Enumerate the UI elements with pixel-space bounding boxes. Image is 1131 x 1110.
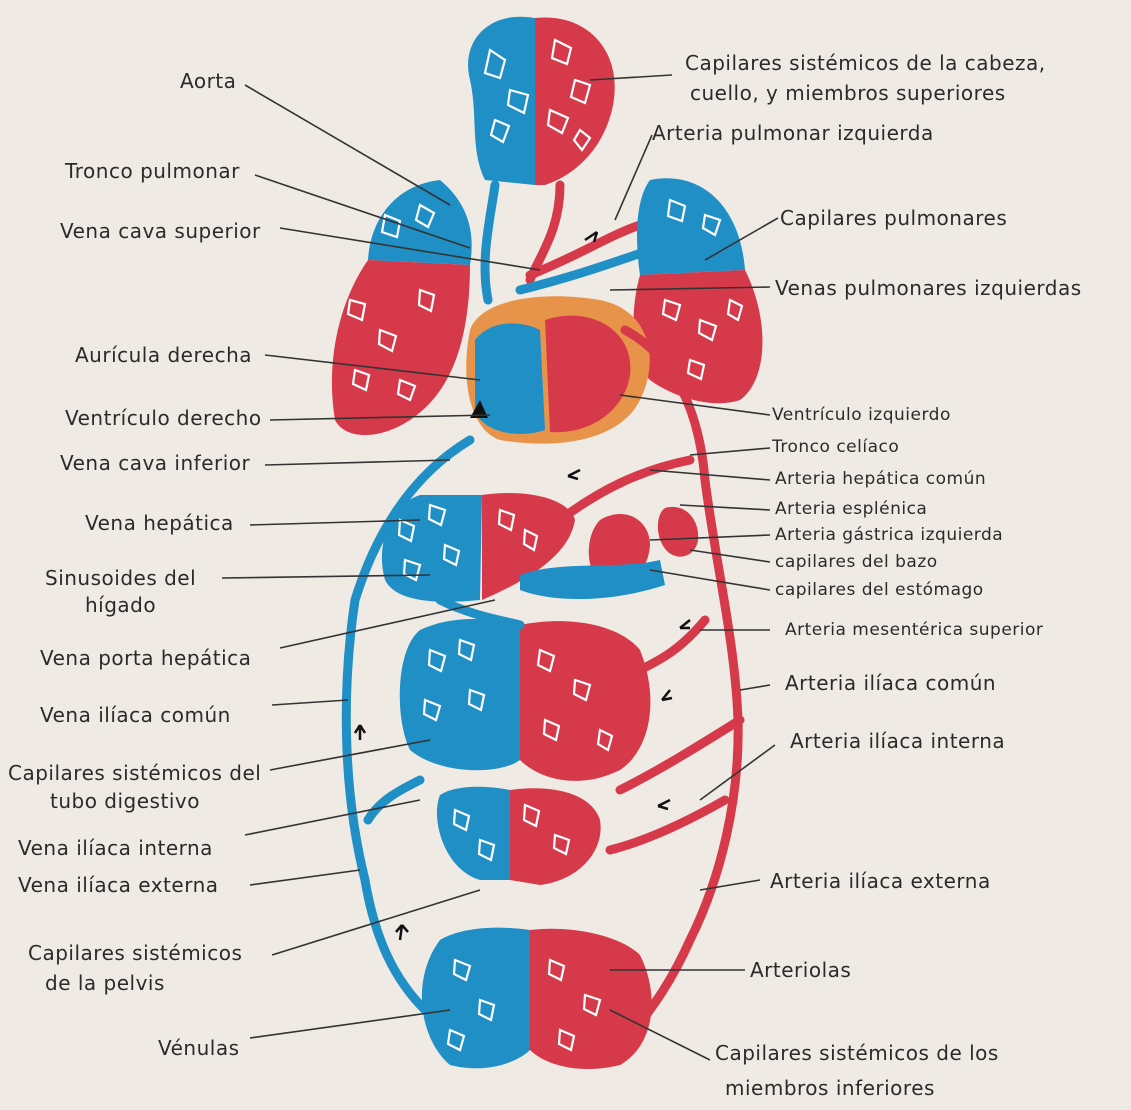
label-arteria-pulmonar-izquierda: Arteria pulmonar izquierda bbox=[652, 121, 934, 145]
label-higado: hígado bbox=[85, 593, 156, 617]
label-arteria-mesenterica: Arteria mesentérica superior bbox=[785, 620, 1043, 640]
label-capilares-estomago: capilares del estómago bbox=[775, 580, 984, 600]
lower-limb-capillaries bbox=[422, 928, 652, 1069]
label-arteriolas: Arteriolas bbox=[750, 958, 851, 982]
label-vena-cava-superior: Vena cava superior bbox=[60, 219, 261, 243]
label-arteria-iliaca-externa: Arteria ilíaca externa bbox=[770, 869, 991, 893]
label-tronco-celiaco: Tronco celíaco bbox=[771, 437, 899, 457]
label-de-la-pelvis: de la pelvis bbox=[45, 971, 165, 995]
label-tronco-pulmonar: Tronco pulmonar bbox=[64, 159, 240, 183]
digestive-capillaries bbox=[400, 619, 651, 781]
label-ventriculo-derecho: Ventrículo derecho bbox=[65, 406, 262, 430]
label-arteria-gastrica: Arteria gástrica izquierda bbox=[775, 525, 1003, 545]
label-capilares-miembros-inferiores: Capilares sistémicos de los bbox=[715, 1041, 999, 1065]
label-capilares-cabeza: Capilares sistémicos de la cabeza, bbox=[685, 51, 1046, 75]
label-cuello-miembros: cuello, y miembros superiores bbox=[690, 81, 1006, 105]
label-arteria-esplenica: Arteria esplénica bbox=[775, 499, 927, 519]
heart bbox=[466, 296, 649, 443]
label-vena-iliaca-comun: Vena ilíaca común bbox=[40, 703, 231, 727]
great-vessels bbox=[485, 185, 650, 300]
left-lung bbox=[633, 178, 762, 403]
label-sinusoides: Sinusoides del bbox=[45, 566, 196, 590]
label-arteria-iliaca-comun: Arteria ilíaca común bbox=[785, 671, 996, 695]
label-aorta: Aorta bbox=[180, 69, 236, 93]
label-venulas: Vénulas bbox=[158, 1036, 240, 1060]
label-venas-pulmonares: Venas pulmonares izquierdas bbox=[775, 276, 1082, 300]
label-vena-iliaca-externa: Vena ilíaca externa bbox=[18, 873, 219, 897]
label-vena-iliaca-interna: Vena ilíaca interna bbox=[18, 836, 213, 860]
label-ventriculo-izquierdo: Ventrículo izquierdo bbox=[772, 405, 951, 425]
label-arteria-hepatica: Arteria hepática común bbox=[775, 469, 986, 489]
label-miembros-inferiores: miembros inferiores bbox=[725, 1076, 935, 1100]
label-capilares-bazo: capilares del bazo bbox=[775, 552, 938, 572]
right-lung bbox=[332, 180, 472, 435]
label-tubo-digestivo: tubo digestivo bbox=[50, 789, 200, 813]
spleen bbox=[658, 507, 698, 557]
label-capilares-digestivo: Capilares sistémicos del bbox=[8, 761, 261, 785]
label-auricula-derecha: Aurícula derecha bbox=[75, 343, 252, 367]
label-capilares-pelvis: Capilares sistémicos bbox=[28, 941, 242, 965]
head-capillaries bbox=[468, 17, 615, 185]
label-vena-hepatica: Vena hepática bbox=[85, 511, 234, 535]
label-vena-porta: Vena porta hepática bbox=[40, 646, 251, 670]
pelvic-capillaries bbox=[437, 787, 601, 885]
left-labels: Aorta Tronco pulmonar Vena cava superior… bbox=[8, 69, 262, 1060]
label-arteria-iliaca-interna: Arteria ilíaca interna bbox=[790, 729, 1005, 753]
label-vena-cava-inferior: Vena cava inferior bbox=[60, 451, 251, 475]
label-capilares-pulmonares: Capilares pulmonares bbox=[780, 206, 1007, 230]
